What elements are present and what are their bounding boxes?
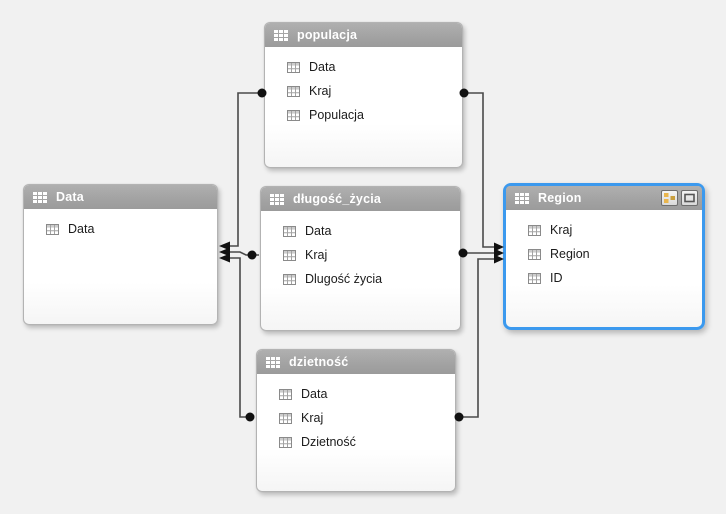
column-table-icon [287, 61, 300, 73]
relationship-dlugosc-zycia-region[interactable] [458, 248, 505, 258]
table-header-dlugosc-zycia[interactable]: długość_życia [261, 187, 460, 211]
column-table-icon [279, 412, 292, 424]
field-row[interactable]: Kraj [257, 406, 455, 430]
field-row[interactable]: ID [506, 266, 702, 290]
column-table-icon [528, 272, 541, 284]
field-label: Dzietność [301, 435, 356, 449]
field-label: Data [301, 387, 328, 401]
table-card-data[interactable]: Data Data [23, 184, 218, 325]
field-label: Dlugość życia [305, 272, 383, 286]
field-row[interactable]: Dzietność [257, 430, 455, 454]
column-table-icon [279, 388, 292, 400]
field-label: Populacja [309, 108, 364, 122]
field-label: Kraj [305, 248, 328, 262]
create-hierarchy-icon [664, 193, 675, 203]
field-list: Data Kraj [257, 374, 455, 454]
table-card-populacja[interactable]: populacja Data [264, 22, 463, 168]
field-label: ID [550, 271, 563, 285]
table-card-dlugosc-zycia[interactable]: długość_życia Data [260, 186, 461, 331]
table-grid-icon [33, 191, 47, 203]
field-label: Data [305, 224, 332, 238]
table-card-dzietnosc[interactable]: dzietność Data [256, 349, 456, 492]
field-row[interactable]: Dlugość życia [261, 267, 460, 291]
column-table-icon [287, 109, 300, 121]
field-list: Data [24, 209, 217, 241]
field-row[interactable]: Populacja [265, 103, 462, 127]
field-row[interactable]: Data [257, 382, 455, 406]
column-table-icon [283, 249, 296, 261]
relationship-dzietnosc-region[interactable] [454, 254, 505, 422]
column-table-icon [528, 248, 541, 260]
relationship-dlugosc-zycia-data[interactable] [219, 247, 259, 260]
field-label: Kraj [550, 223, 573, 237]
column-table-icon [279, 436, 292, 448]
field-list: Data Kraj [261, 211, 460, 291]
table-grid-icon [515, 192, 529, 204]
create-hierarchy-button[interactable] [661, 190, 678, 206]
field-row[interactable]: Kraj [265, 79, 462, 103]
table-grid-icon [274, 29, 288, 41]
field-label: Kraj [301, 411, 324, 425]
table-title: dzietność [289, 355, 349, 369]
field-label: Region [550, 247, 590, 261]
table-grid-icon [270, 193, 284, 205]
column-table-icon [46, 223, 59, 235]
relationship-populacja-region[interactable] [459, 88, 505, 252]
column-table-icon [283, 273, 296, 285]
field-row[interactable]: Region [506, 242, 702, 266]
field-row[interactable]: Data [265, 55, 462, 79]
table-title: Data [56, 190, 84, 204]
field-row[interactable]: Kraj [506, 218, 702, 242]
maximize-button[interactable] [681, 190, 698, 206]
table-grid-icon [266, 356, 280, 368]
field-row[interactable]: Kraj [261, 243, 460, 267]
field-row[interactable]: Data [24, 217, 217, 241]
table-title: długość_życia [293, 192, 382, 206]
maximize-icon [684, 193, 695, 203]
column-table-icon [528, 224, 541, 236]
table-header-dzietnosc[interactable]: dzietność [257, 350, 455, 374]
field-row[interactable]: Data [261, 219, 460, 243]
column-table-icon [287, 85, 300, 97]
field-list: Data Kraj [265, 47, 462, 127]
field-label: Kraj [309, 84, 332, 98]
column-table-icon [283, 225, 296, 237]
table-header-region[interactable]: Region [506, 186, 702, 210]
relationship-dzietnosc-data[interactable] [219, 253, 255, 422]
table-header-buttons [661, 190, 698, 206]
field-list: Kraj Region [506, 210, 702, 290]
field-label: Data [309, 60, 336, 74]
table-header-data[interactable]: Data [24, 185, 217, 209]
table-title: populacja [297, 28, 358, 42]
table-title: Region [538, 191, 582, 205]
field-label: Data [68, 222, 95, 236]
table-card-region[interactable]: Region [503, 183, 705, 330]
table-header-populacja[interactable]: populacja [265, 23, 462, 47]
